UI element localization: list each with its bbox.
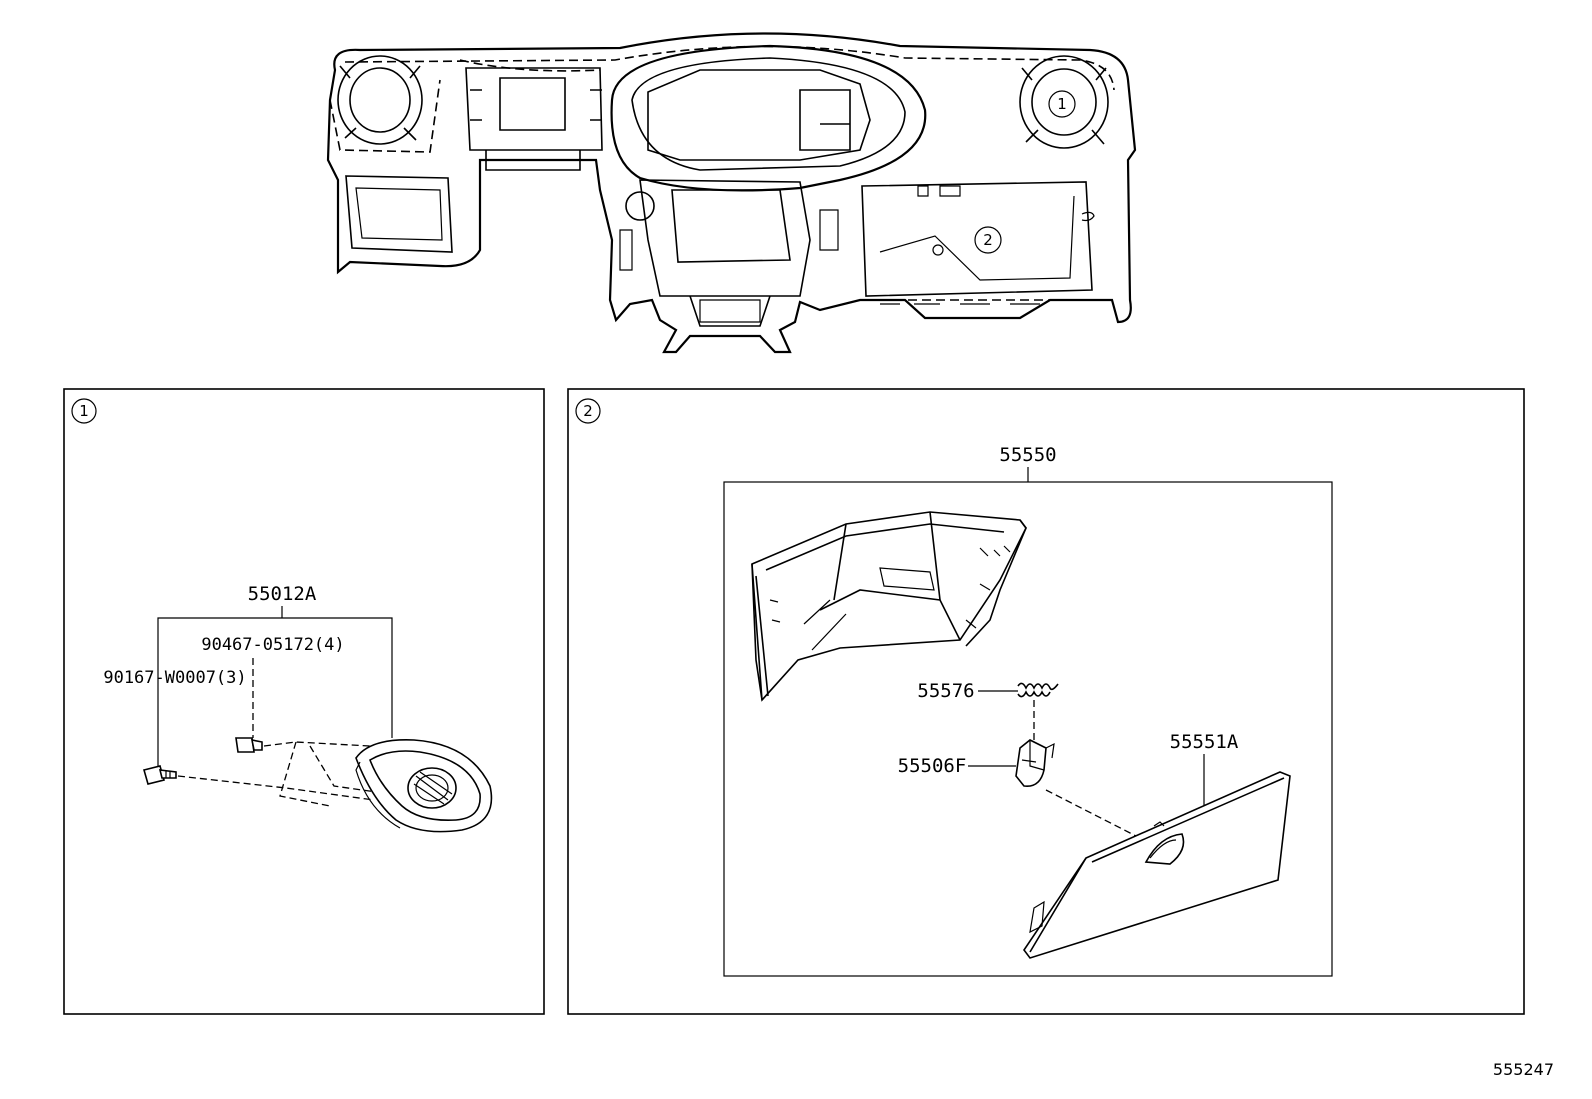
panel-1-marker-label: 1 bbox=[79, 402, 89, 420]
side-register-part bbox=[355, 739, 493, 833]
glove-box-body-part bbox=[751, 511, 1027, 702]
part-55012A-label: 55012A bbox=[248, 583, 317, 605]
panel-2-frame bbox=[567, 388, 1525, 1015]
glove-box-door-part bbox=[1023, 771, 1291, 959]
part-55576-label: 55576 bbox=[917, 680, 974, 702]
panel-2: 2 55550 55576 55506F bbox=[567, 388, 1525, 1015]
callout-2-circle bbox=[974, 226, 1002, 254]
spring-part bbox=[1017, 682, 1059, 698]
part-90167-W0007-label: 90167-W0007(3) bbox=[103, 668, 246, 688]
part-55550-label: 55550 bbox=[999, 444, 1056, 466]
diagram-ref-number: 555247 bbox=[1493, 1060, 1554, 1079]
instrument-panel-overview: 1 2 bbox=[326, 32, 1137, 354]
part-90467-05172-label: 90467-05172(4) bbox=[201, 635, 344, 655]
panel-2-marker-label: 2 bbox=[583, 402, 593, 420]
panel-2-marker bbox=[575, 398, 601, 424]
part-55506F-label: 55506F bbox=[898, 755, 967, 777]
callout-2-label: 2 bbox=[983, 231, 993, 249]
screw-part bbox=[235, 737, 263, 753]
callout-1-circle bbox=[1048, 90, 1076, 118]
panel-1: 1 55012A 90467-05172(4) 90167-W0007(3) bbox=[63, 388, 545, 1015]
latch-part bbox=[1015, 739, 1055, 787]
callout-1-label: 1 bbox=[1057, 95, 1067, 113]
panel-1-frame bbox=[63, 388, 545, 1015]
clip-part bbox=[143, 765, 177, 785]
assembly-55550-frame bbox=[723, 481, 1333, 977]
panel-1-marker bbox=[71, 398, 97, 424]
part-55551A-label: 55551A bbox=[1170, 731, 1239, 753]
